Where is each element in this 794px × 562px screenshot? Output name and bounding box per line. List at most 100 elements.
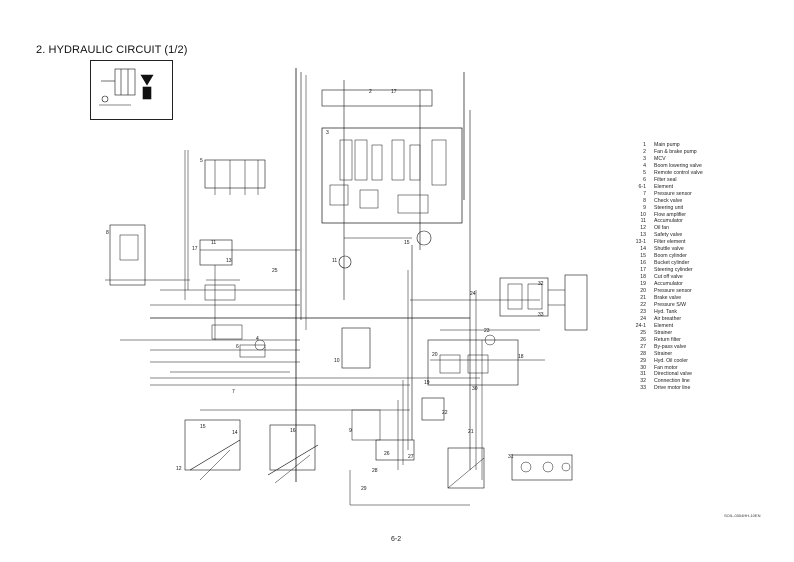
flow-amplifier-block xyxy=(199,239,233,266)
callout-label: 20 xyxy=(432,352,438,358)
callout-label: 4 xyxy=(256,336,259,342)
legend-item-number: 33 xyxy=(640,385,646,392)
legend-item: 27 By-pass valve xyxy=(628,344,703,351)
legend-item-number: 1 xyxy=(643,142,646,148)
callout-label: 28 xyxy=(372,468,378,474)
legend-item-label: Accumulator xyxy=(654,218,683,225)
pressure-sw-block xyxy=(421,397,445,421)
legend-item-number: 24 xyxy=(640,315,646,322)
page-number: 6-2 xyxy=(391,536,402,543)
legend-item: 17 Steering cylinder xyxy=(628,267,703,274)
legend-item-number: 18 xyxy=(640,274,646,281)
callout-label: 30 xyxy=(472,386,478,392)
callout-label: 11 xyxy=(332,258,337,264)
callout-label: 23 xyxy=(484,328,490,334)
legend-item: 33 Drive motor line xyxy=(628,385,703,392)
fan-motor-block xyxy=(427,339,519,386)
legend-item: 6 Filter seal xyxy=(628,177,703,184)
oil-cooler-block xyxy=(447,447,485,489)
legend-item-label: Remote control valve xyxy=(654,169,703,176)
legend-item-number: 20 xyxy=(640,288,646,295)
legend-item-number: 6 xyxy=(643,176,646,183)
callout-label: 17 xyxy=(192,246,198,252)
boom-cylinder-block xyxy=(184,419,241,471)
legend-item-label: Check valve xyxy=(654,197,683,204)
legend-item-label: Flow amplifier xyxy=(654,211,686,218)
legend-item-label: Bucket cylinder xyxy=(654,260,690,267)
legend-item: 8 Check valve xyxy=(628,198,703,205)
legend-item-label: Cut off valve xyxy=(654,274,683,281)
callout-label: 15 xyxy=(200,424,206,430)
legend-item-number: 30 xyxy=(640,364,646,371)
callout-label: 16 xyxy=(290,428,296,434)
legend-item: 26 Return filter xyxy=(628,337,703,344)
legend-item-number: 15 xyxy=(640,253,646,260)
callout-label: 14 xyxy=(232,430,238,436)
legend-item-number: 10 xyxy=(640,211,646,218)
inset-detail-drawing xyxy=(99,68,154,106)
hydraulic-tank-block xyxy=(375,439,415,461)
legend-item: 2 Fan & brake pump xyxy=(628,149,703,156)
callout-labels: 2 17 3 5 8 11 17 15 11 6 10 7 15 16 9 22… xyxy=(106,89,544,492)
document-code: SOIL-0304HH-10EN xyxy=(724,513,761,518)
callout-label: 3 xyxy=(326,130,329,136)
legend-item-label: Fan & brake pump xyxy=(654,148,697,155)
callout-label: 19 xyxy=(424,380,430,386)
callout-label: 15 xyxy=(404,240,410,246)
legend-item-number: 17 xyxy=(640,267,646,274)
legend-item-number: 19 xyxy=(640,281,646,288)
callout-label: 6 xyxy=(236,344,239,350)
legend-item-label: Fan motor xyxy=(654,364,678,371)
legend-item-number: 12 xyxy=(640,225,646,232)
legend-item-label: Drive motor line xyxy=(654,385,691,392)
callout-label: 27 xyxy=(408,454,414,460)
legend-item-number: 8 xyxy=(643,197,646,204)
page-title: 2. HYDRAULIC CIRCUIT (1/2) xyxy=(36,44,188,56)
callout-label: 25 xyxy=(272,268,278,274)
legend-item-label: Air breather xyxy=(654,315,682,322)
legend-item-label: Main pump xyxy=(654,142,680,148)
legend-item-label: Pressure S/W xyxy=(654,301,686,308)
legend-item-number: 2 xyxy=(643,148,646,155)
callout-label: 32 xyxy=(538,281,544,287)
callout-label: 29 xyxy=(361,486,367,492)
drive-motor-block xyxy=(511,454,573,481)
legend-item-label: Hyd. Oil cooler xyxy=(654,357,689,364)
legend-item-label: Brake valve xyxy=(654,294,682,301)
legend-item: 1 Main pump xyxy=(628,142,703,149)
callout-label: 8 xyxy=(106,230,109,236)
callout-label: 18 xyxy=(518,354,524,360)
legend-item-label: Hyd. Tank xyxy=(654,308,677,315)
legend-item-label: Boom lowering valve xyxy=(654,162,702,169)
legend-item-number: 27 xyxy=(640,343,646,350)
callout-label: 17 xyxy=(391,89,397,95)
legend-item-label: Return filter xyxy=(654,336,681,343)
legend-item-label: By-pass valve xyxy=(654,343,687,350)
legend-item-label: Steering cylinder xyxy=(654,267,693,274)
legend-item-number: 21 xyxy=(640,294,646,301)
legend-item: 21 Brake valve xyxy=(628,295,703,302)
legend-item-number: 25 xyxy=(640,329,646,336)
directional-valve-block xyxy=(564,274,588,331)
legend-item-number: 13-1 xyxy=(635,239,646,246)
callout-label: 9 xyxy=(349,428,352,434)
legend-item-number: 7 xyxy=(643,190,646,197)
steering-unit-block xyxy=(109,224,146,286)
legend-item: 7 Pressure sensor xyxy=(628,191,703,198)
legend-item-number: 26 xyxy=(640,336,646,343)
legend-item-label: Filter seal xyxy=(654,176,677,183)
legend-item-label: Pressure sensor xyxy=(654,190,692,197)
